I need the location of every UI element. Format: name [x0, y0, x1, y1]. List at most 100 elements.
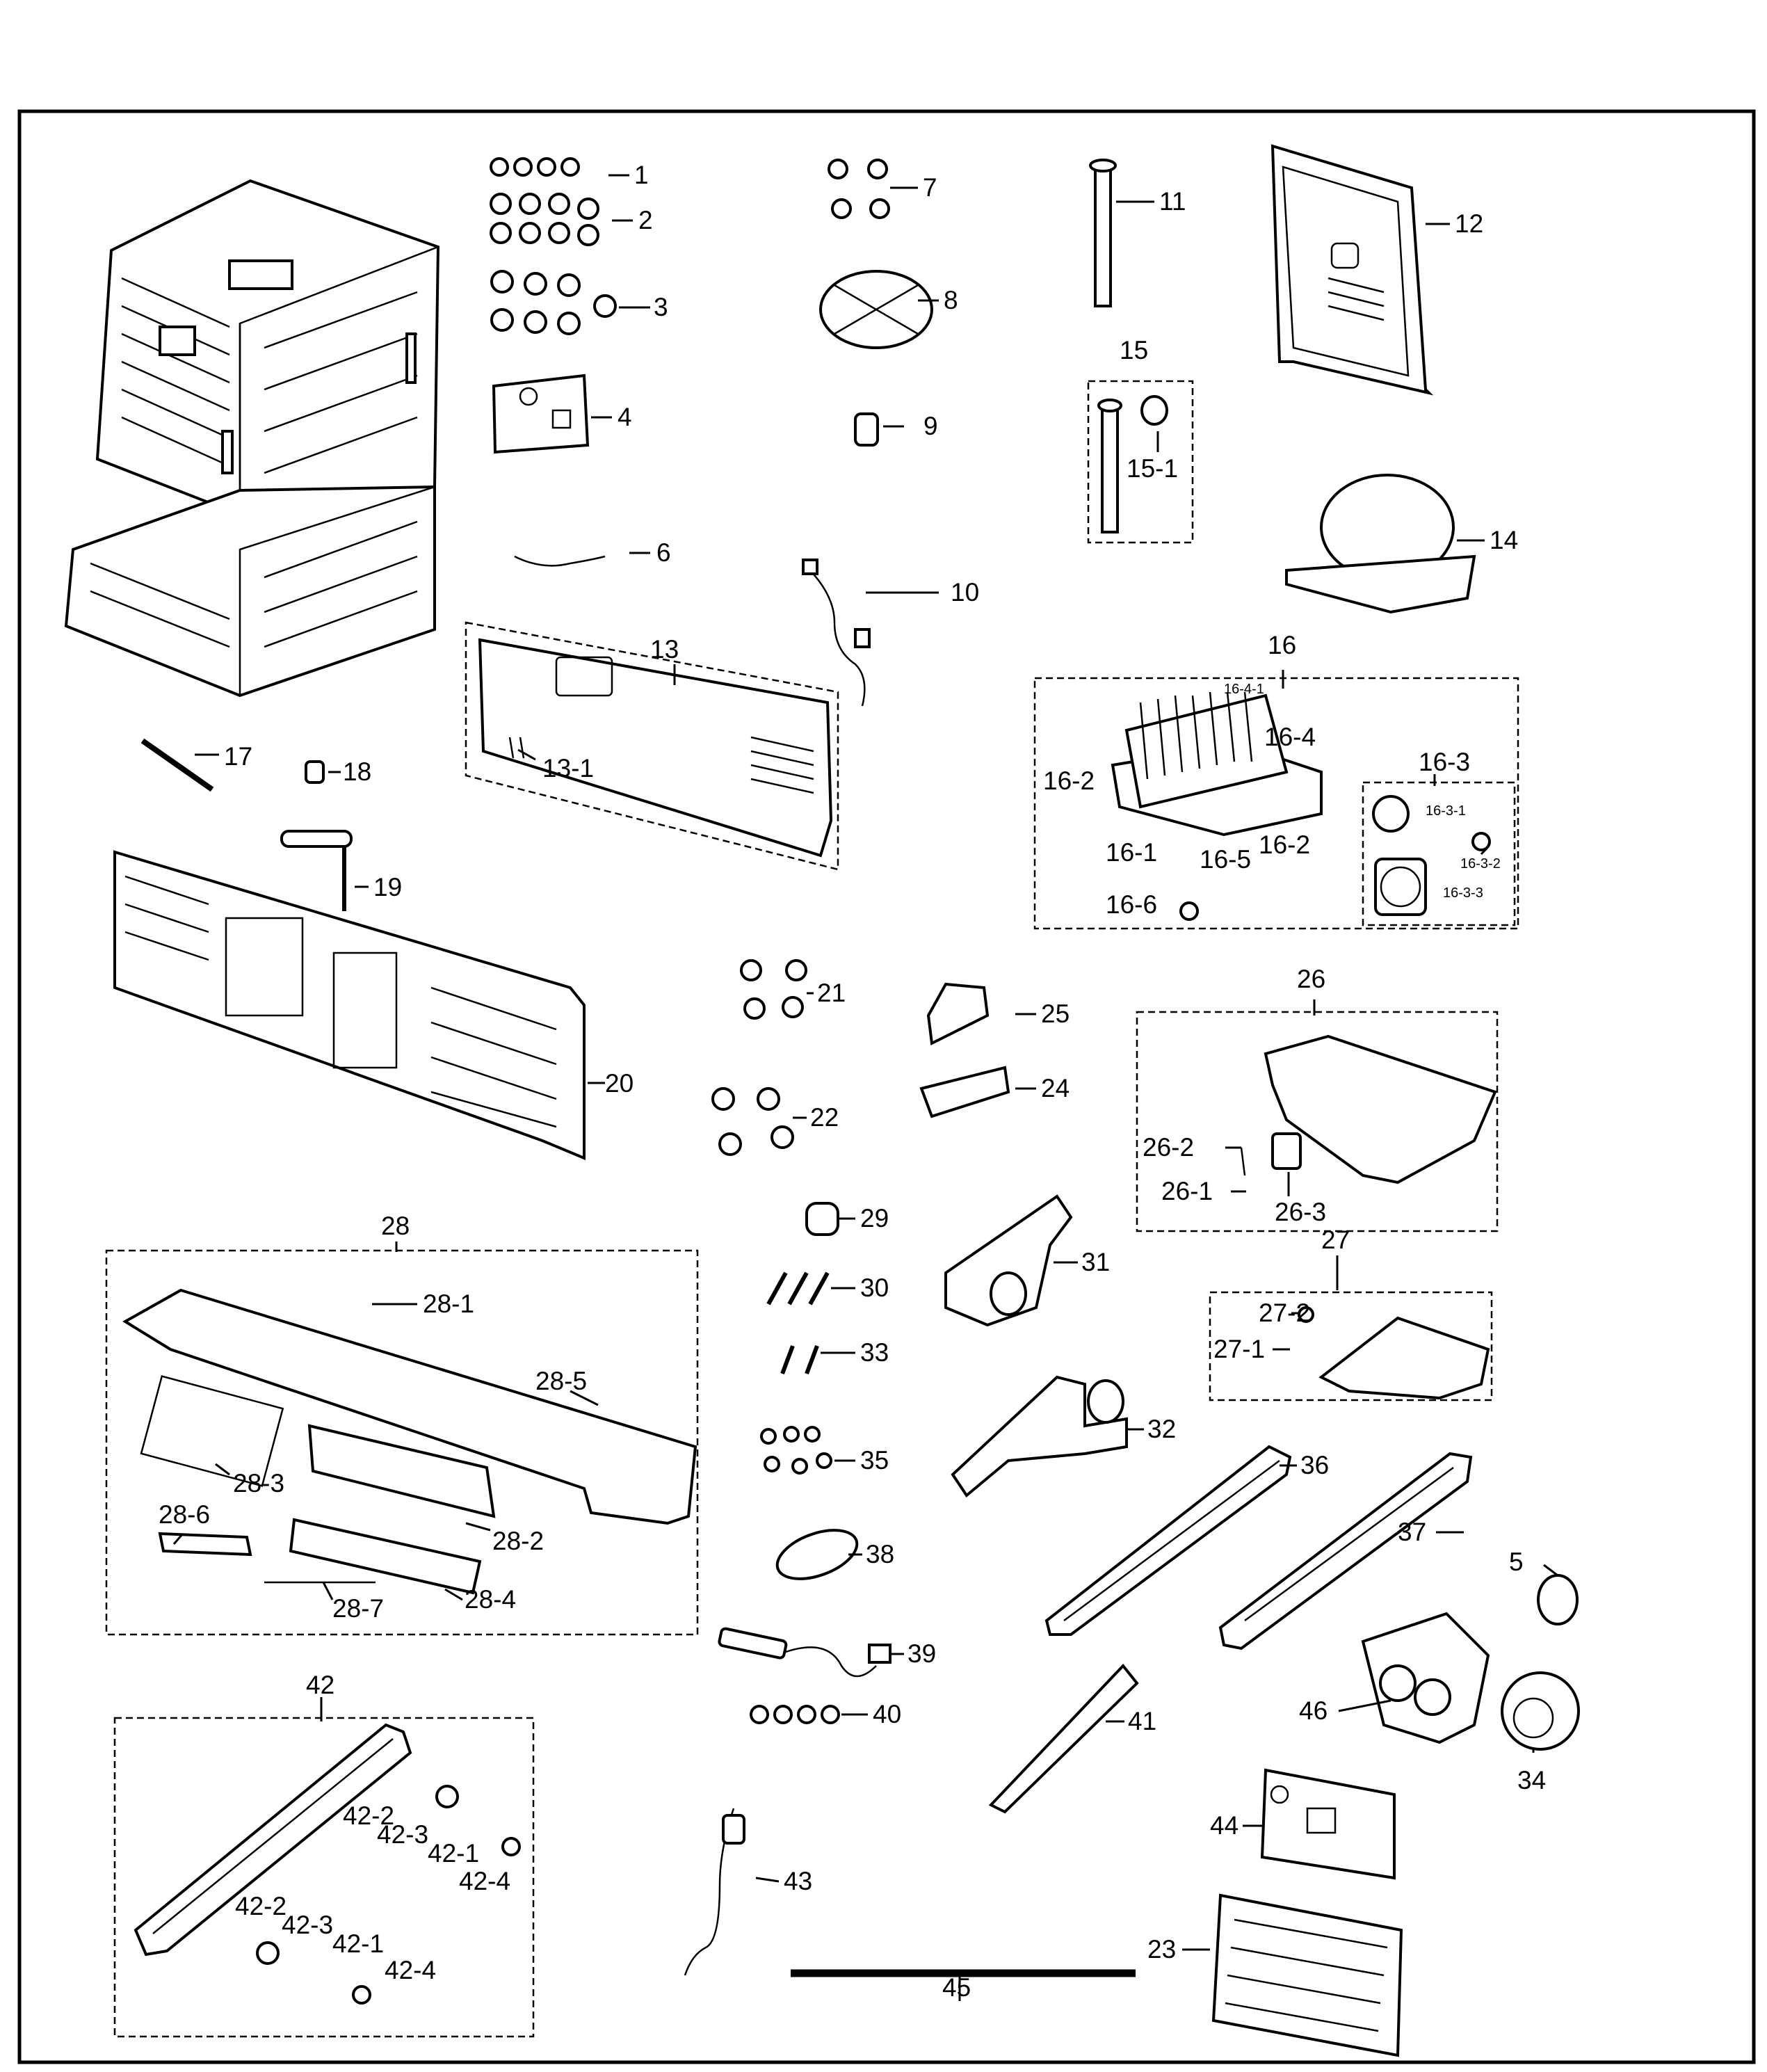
label-31: 31: [1081, 1248, 1110, 1276]
label-16-3-3: 16-3-3: [1443, 885, 1483, 901]
label-43: 43: [784, 1867, 812, 1895]
label-13: 13: [650, 635, 679, 664]
cord-43: [684, 1808, 735, 1976]
label-42-1a: 42-1: [428, 1839, 479, 1868]
label-28-7: 28-7: [332, 1594, 384, 1623]
label-16-4-1: 16-4-1: [1224, 682, 1264, 697]
label-7: 7: [923, 173, 937, 202]
label-9: 9: [923, 412, 938, 440]
screws-2: [490, 193, 599, 246]
label-10: 10: [951, 578, 979, 607]
label-25: 25: [1041, 999, 1070, 1028]
label-37: 37: [1398, 1518, 1426, 1546]
cover-20: [113, 850, 586, 1160]
screws-21: [740, 959, 807, 1020]
label-24: 24: [1041, 1074, 1070, 1102]
label-5: 5: [1509, 1548, 1524, 1576]
label-26: 26: [1297, 965, 1325, 993]
label-14: 14: [1490, 526, 1518, 554]
label-1: 1: [634, 161, 649, 189]
channel-41: [988, 1663, 1139, 1814]
screws-30: [766, 1271, 830, 1306]
cover-38: [775, 1529, 859, 1580]
label-2: 2: [638, 206, 653, 234]
label-23: 23: [1147, 1935, 1176, 1963]
label-22: 22: [810, 1103, 839, 1132]
leader-lines: [172, 174, 1558, 2001]
cabinet-drawing: [64, 179, 440, 698]
group-box-28: [105, 1249, 699, 1636]
label-42-4b: 42-4: [385, 1956, 436, 1984]
label-20: 20: [605, 1069, 634, 1098]
group-box-16: [1033, 677, 1519, 930]
label-16-6: 16-6: [1106, 890, 1157, 919]
screws-3: [490, 270, 617, 335]
label-28-6: 28-6: [159, 1500, 210, 1529]
label-16-3-1: 16-3-1: [1426, 803, 1466, 819]
label-38: 38: [866, 1540, 894, 1568]
label-15-1: 15-1: [1127, 454, 1178, 483]
wire-10: [806, 566, 866, 707]
heater-15: [1097, 395, 1168, 533]
label-32: 32: [1147, 1415, 1176, 1443]
label-27-1: 27-1: [1213, 1335, 1265, 1363]
label-16: 16: [1268, 631, 1296, 659]
label-11: 11: [1159, 187, 1186, 216]
cap-29: [805, 1202, 839, 1236]
label-26-3: 26-3: [1275, 1198, 1326, 1226]
label-35: 35: [860, 1446, 889, 1475]
pcb-44: [1260, 1768, 1396, 1880]
label-28-2: 28-2: [492, 1527, 544, 1555]
label-36: 36: [1300, 1451, 1329, 1479]
heater-11: [1089, 159, 1117, 307]
label-26-1: 26-1: [1161, 1177, 1213, 1205]
label-17: 17: [224, 742, 252, 771]
label-42: 42: [306, 1671, 334, 1699]
label-28: 28: [381, 1212, 410, 1240]
label-27-2: 27-2: [1259, 1299, 1310, 1327]
label-34: 34: [1517, 1766, 1546, 1794]
hinge-31: [944, 1194, 1073, 1327]
group-box-15: [1087, 380, 1194, 544]
callout-labels: 1 2 3 4 6 7 8 9 10 11 12 15 15-1 14 13 1…: [159, 161, 1546, 2002]
label-42-2b: 42-2: [235, 1892, 287, 1920]
label-42-2a: 42-2: [343, 1801, 394, 1830]
label-40: 40: [873, 1700, 901, 1728]
label-15: 15: [1120, 336, 1148, 364]
label-16-3-2: 16-3-2: [1460, 856, 1501, 872]
label-28-5: 28-5: [535, 1367, 587, 1395]
screws-22: [711, 1087, 794, 1156]
pcb-4: [492, 374, 590, 454]
label-44: 44: [1210, 1811, 1238, 1840]
diagram-frame: [17, 109, 1756, 2064]
label-18: 18: [343, 757, 371, 786]
label-29: 29: [860, 1204, 889, 1232]
screws-7: [828, 159, 890, 219]
wire-6: [514, 555, 606, 567]
label-46: 46: [1299, 1696, 1328, 1725]
panel-12: [1270, 144, 1434, 396]
label-16-2b: 16-2: [1259, 830, 1310, 859]
sensor-39: [718, 1627, 891, 1678]
drain-pan-16: [1111, 691, 1323, 921]
rail-36: [1044, 1445, 1292, 1636]
label-21: 21: [817, 979, 846, 1007]
label-45: 45: [942, 1973, 971, 2002]
group-box-26: [1136, 1011, 1499, 1232]
bracket-24: [919, 1066, 1010, 1118]
label-8: 8: [944, 286, 958, 314]
label-39: 39: [907, 1639, 936, 1668]
label-30: 30: [860, 1274, 889, 1302]
label-3: 3: [654, 293, 668, 321]
fan-16-3: [1372, 795, 1491, 916]
bracket-26: [1240, 1034, 1497, 1184]
cap-5: [1537, 1574, 1579, 1625]
group-box-42: [113, 1717, 535, 2038]
cap-8: [819, 270, 933, 349]
screws-40: [750, 1705, 840, 1724]
label-27: 27: [1321, 1226, 1350, 1254]
hinge-32: [951, 1375, 1128, 1497]
clip-9: [854, 412, 879, 447]
label-42-3b: 42-3: [282, 1911, 333, 1939]
